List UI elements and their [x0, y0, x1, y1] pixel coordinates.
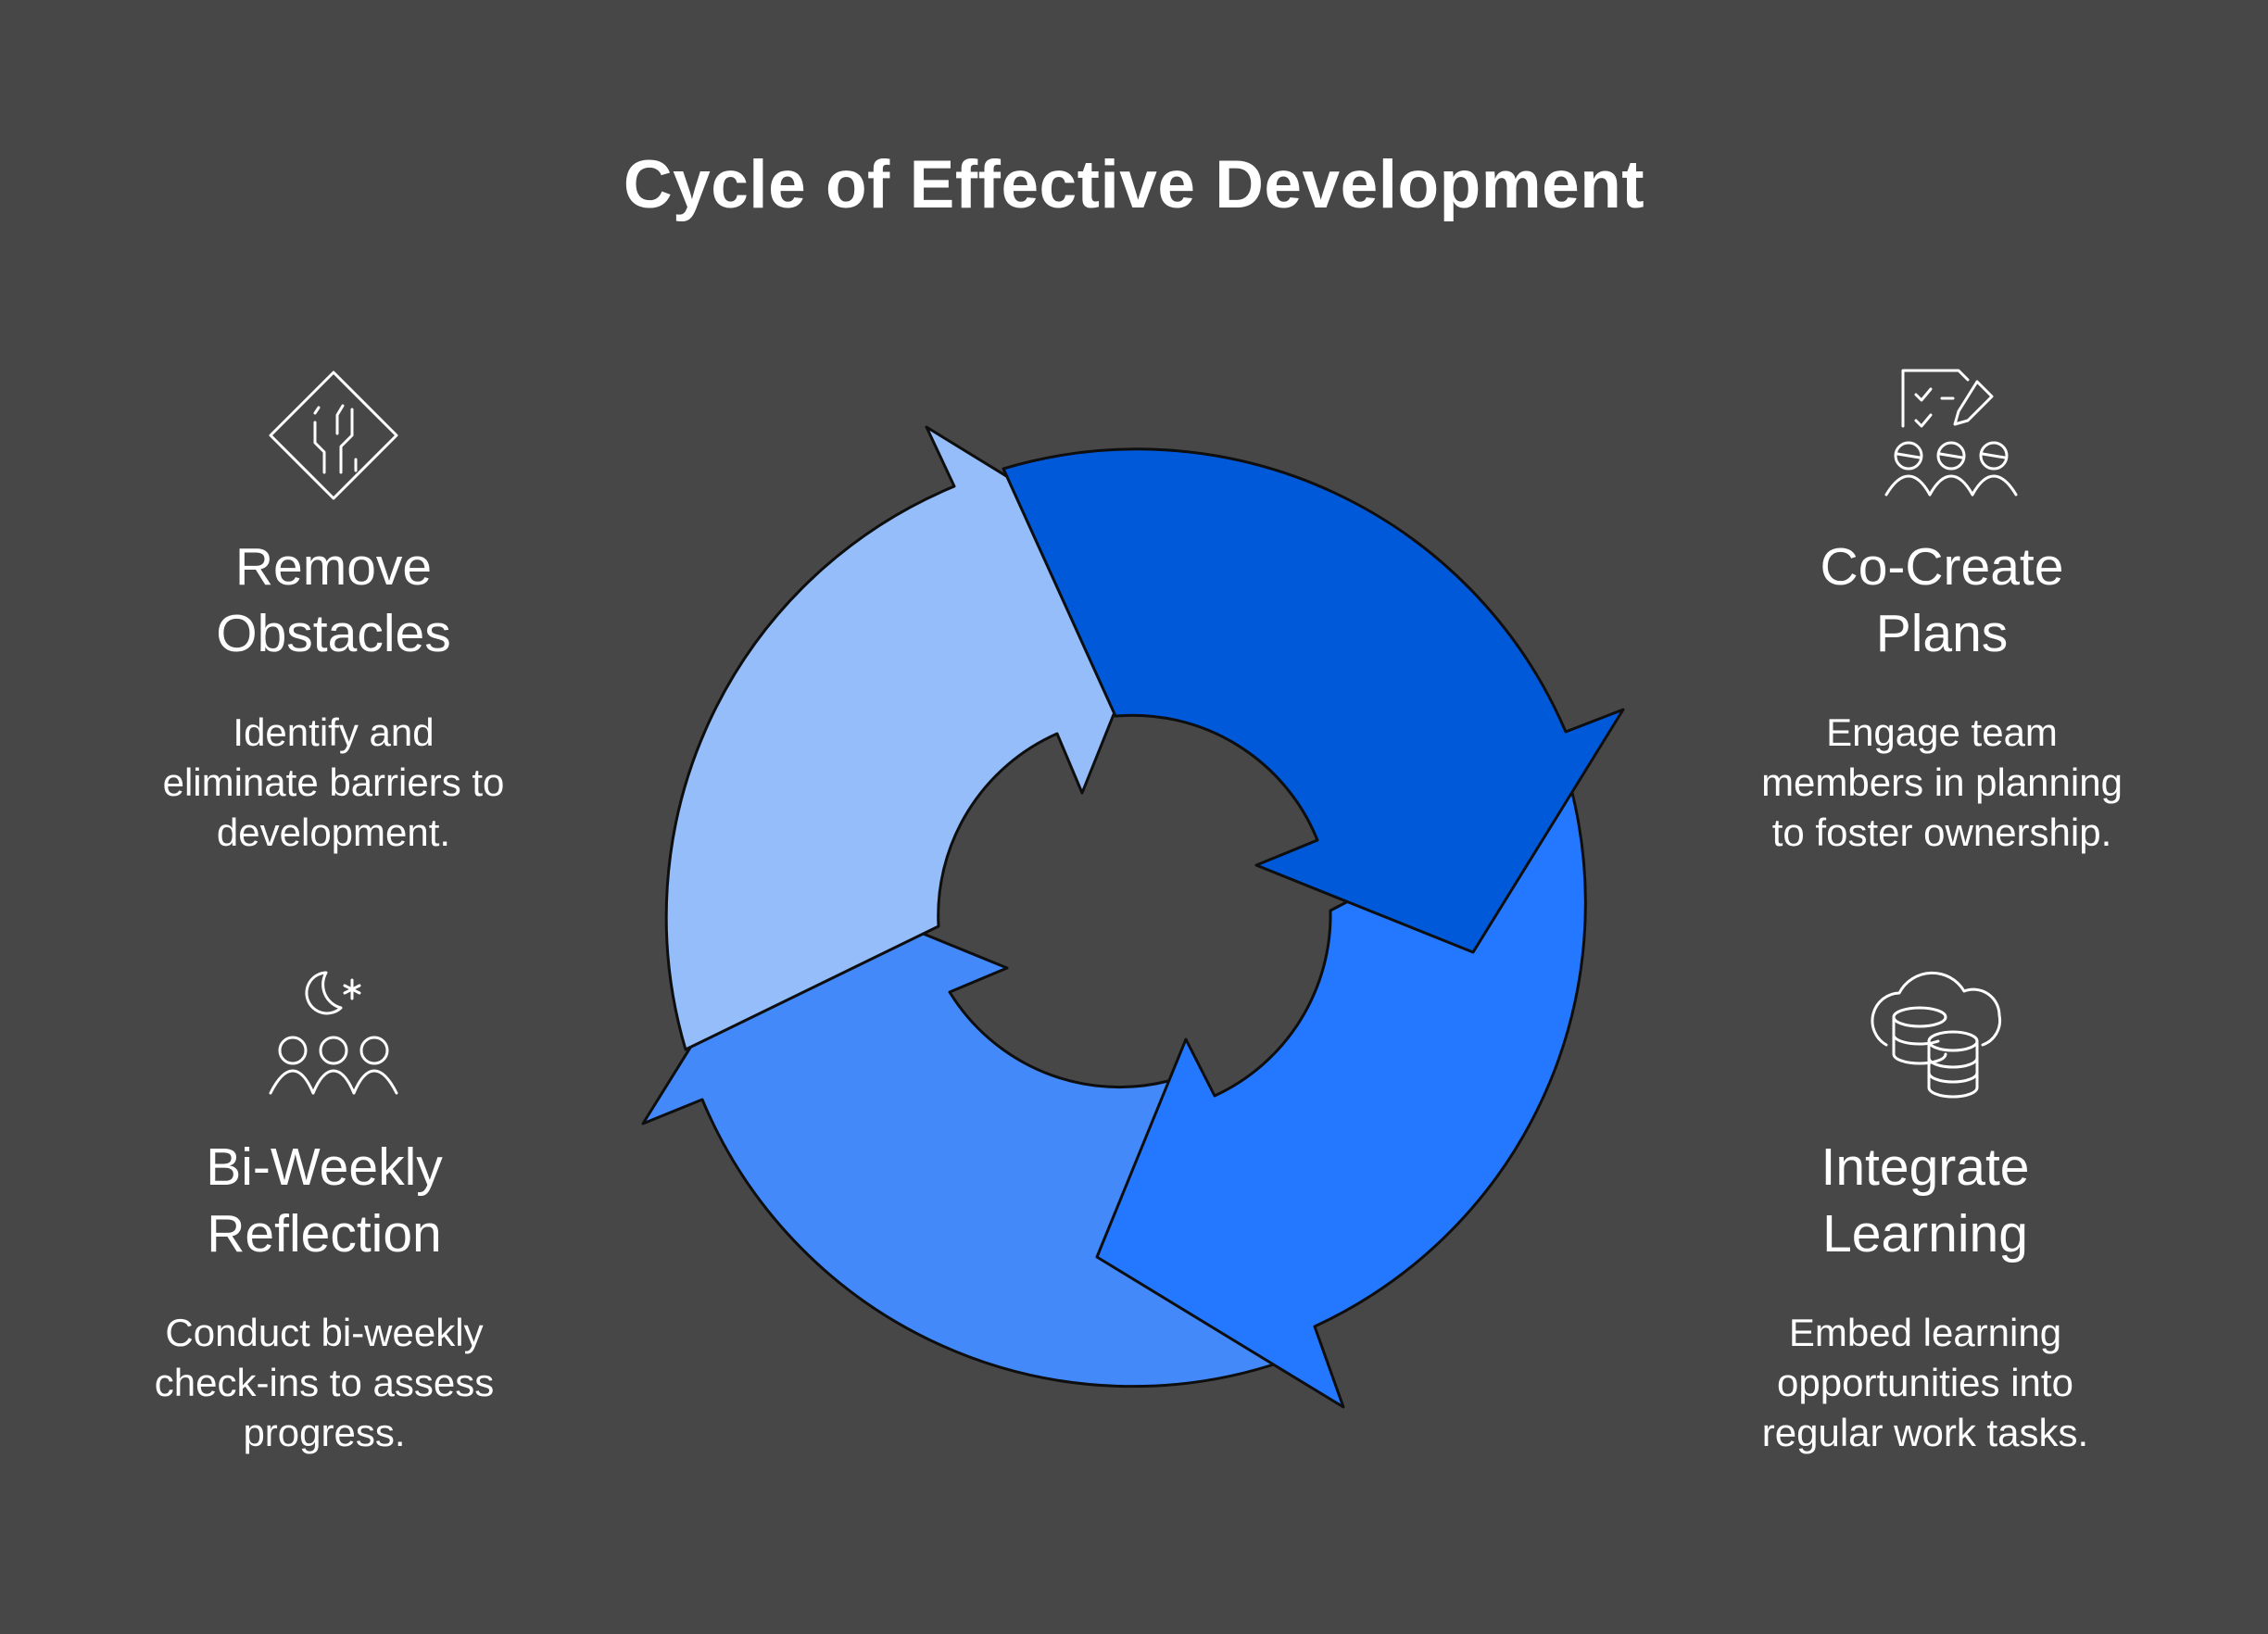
step-heading: Integrate Learning [1684, 1134, 2166, 1267]
heading-line: Bi-Weekly [206, 1138, 443, 1197]
description-line: development. [216, 811, 451, 854]
step-description: Engage team members in planning to foste… [1701, 708, 2183, 858]
diagram-title: Cycle of Effective Development [623, 147, 1645, 222]
step-description: Conduct bi-weekly check-ins to assess pr… [83, 1308, 565, 1458]
heading-line: Obstacles [216, 604, 451, 663]
step-heading: Co-Create Plans [1701, 534, 2183, 667]
step-integrate-learning: Integrate Learning Embed learning opport… [1684, 1134, 2166, 1458]
heading-line: Plans [1875, 604, 2009, 663]
description-line: members in planning [1761, 760, 2123, 804]
description-line: regular work tasks. [1761, 1411, 2089, 1454]
heading-line: Remove [234, 537, 433, 597]
heading-line: Learning [1822, 1204, 2028, 1263]
step-heading: Remove Obstacles [93, 534, 574, 667]
description-line: opportunities into [1777, 1361, 2073, 1404]
team-moon-reflection-icon [267, 965, 400, 1100]
description-line: Engage team [1826, 710, 2058, 754]
step-remove-obstacles: Remove Obstacles Identify and eliminate … [93, 534, 574, 858]
description-line: Conduct bi-weekly [165, 1311, 484, 1354]
description-line: check-ins to assess [154, 1361, 495, 1404]
step-description: Identify and eliminate barriers to devel… [93, 708, 574, 858]
heading-line: Co-Create [1820, 537, 2064, 597]
arrow-remove-obstacles [664, 425, 1171, 1051]
team-planning-checklist-icon [1883, 367, 2020, 502]
step-bi-weekly-reflection: Bi-Weekly Reflection Conduct bi-weekly c… [83, 1134, 565, 1458]
description-line: to foster ownership. [1771, 811, 2112, 854]
heading-line: Reflection [207, 1204, 442, 1263]
description-line: eliminate barriers to [162, 760, 505, 804]
description-line: progress. [243, 1411, 406, 1454]
road-merge-sign-icon [267, 369, 400, 502]
heading-line: Integrate [1821, 1138, 2030, 1197]
step-heading: Bi-Weekly Reflection [83, 1134, 565, 1267]
description-line: Embed learning [1788, 1311, 2062, 1354]
step-co-create-plans: Co-Create Plans Engage team members in p… [1701, 534, 2183, 858]
arrow-co-create-plans [1002, 447, 1625, 954]
description-line: Identify and [233, 710, 435, 754]
step-description: Embed learning opportunities into regula… [1684, 1308, 2166, 1458]
cloud-database-icon [1868, 969, 2003, 1100]
